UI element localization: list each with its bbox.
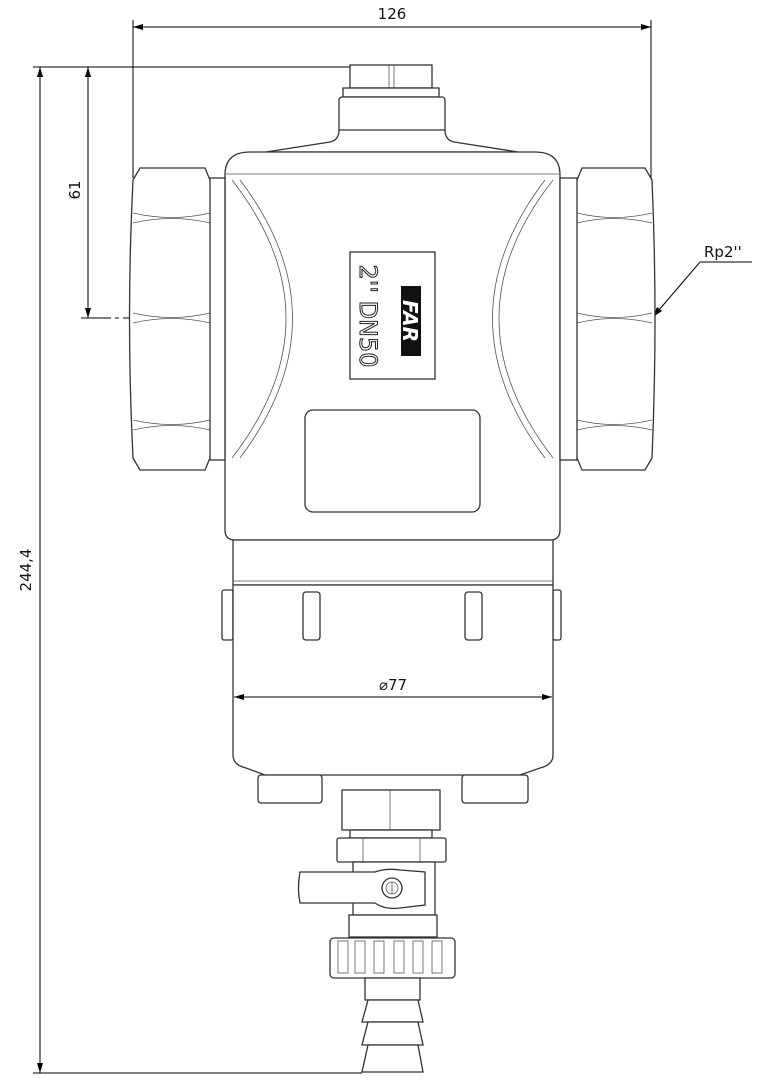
dimension-height-label: 244,4: [17, 549, 35, 592]
plate-size: 2'' DN50: [354, 264, 382, 367]
drain-valve: [297, 789, 456, 1073]
valve-handle: [297, 868, 426, 910]
dimension-height: 244,4: [17, 66, 362, 1074]
name-plate: 2'' DN50 FAR: [349, 251, 436, 380]
dimension-diameter: ⌀77: [234, 676, 552, 700]
dimension-width-label: 126: [378, 5, 407, 23]
label-window: [304, 409, 481, 513]
dimension-width: 126: [132, 5, 652, 178]
dimension-diameter-label: ⌀77: [379, 676, 407, 694]
top-plug: [265, 64, 519, 153]
dimension-axis-label: 61: [66, 180, 84, 199]
left-inlet-nut: [128, 167, 226, 471]
thread-callout: Rp2'': [652, 243, 752, 318]
right-outlet-nut: [559, 167, 656, 471]
brand-logo: FAR: [398, 300, 422, 342]
thread-label: Rp2'': [704, 243, 742, 261]
filter-bowl: [221, 539, 562, 804]
